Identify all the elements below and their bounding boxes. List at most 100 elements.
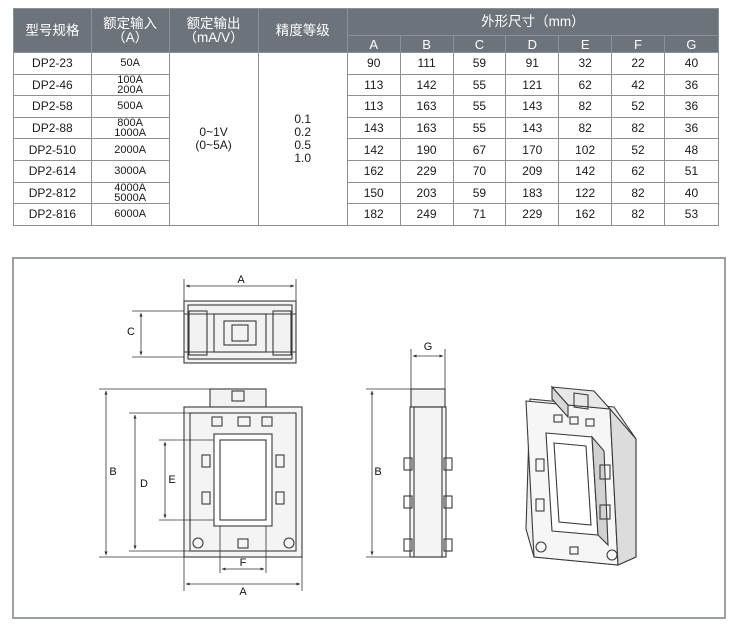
dim-d-cell: 121	[505, 73, 560, 97]
dim-f-cell: 52	[611, 95, 665, 118]
dim-g-cell: 40	[663, 181, 720, 205]
dim-c-cell: 70	[452, 159, 507, 183]
dim-f-cell: 62	[611, 159, 665, 183]
top-width-label: A	[237, 274, 245, 286]
dim-b-cell: 249	[399, 203, 454, 226]
accuracy-value: 0.2	[294, 124, 312, 139]
dim-a-cell: 150	[346, 181, 401, 205]
dim-f-cell: 82	[611, 116, 665, 140]
dim-e-cell: 142	[558, 159, 613, 183]
side-g-label: G	[424, 341, 433, 353]
dim-g-cell: 36	[663, 73, 720, 97]
header-accuracy: 精度等级	[257, 8, 348, 53]
dim-c-cell: 71	[452, 203, 507, 226]
dim-g-cell: 53	[663, 203, 720, 226]
dim-e-cell: 62	[558, 73, 613, 97]
rated-output-value: (0~5A)	[195, 137, 232, 152]
rated-input-value: 500A	[117, 100, 143, 113]
rated-input-value: 1000A	[114, 127, 147, 140]
dim-e-cell: 122	[558, 181, 613, 205]
dim-d-cell: 229	[505, 203, 560, 226]
dimension-drawing: A C	[99, 274, 637, 598]
dim-b-cell: 163	[399, 95, 454, 118]
front-e-dimension	[159, 439, 214, 521]
rated-input-cell: 500A	[90, 95, 170, 118]
dim-a-cell: 113	[346, 95, 401, 118]
dim-c-cell: 55	[452, 95, 507, 118]
dim-a-cell: 142	[346, 138, 401, 161]
rated-input-value: 4000A	[114, 181, 147, 194]
top-view	[183, 300, 297, 364]
dim-d-cell: 170	[505, 138, 560, 161]
dim-d-cell: 143	[505, 95, 560, 118]
dim-b-cell: 111	[399, 52, 454, 75]
rated-input-value: 2000A	[114, 143, 147, 156]
dim-g-cell: 36	[663, 116, 720, 140]
rated-input-value: 100A	[117, 73, 143, 86]
header-dim-b: B	[399, 35, 454, 53]
spec-table: 型号规格 额定输入 （A） 额定输出 （mA/V） 精度等级 外形尺寸（mm） …	[13, 8, 720, 226]
rated-input-value: 800A	[117, 117, 143, 130]
model-cell: DP2-46	[13, 73, 92, 97]
rated-input-cell: 6000A	[90, 203, 170, 226]
dim-a-cell: 162	[346, 159, 401, 183]
accuracy-value: 0.1	[294, 111, 312, 126]
isometric-view	[525, 385, 637, 566]
front-view	[183, 388, 303, 558]
dim-a-cell: 182	[346, 203, 401, 226]
dim-e-cell: 102	[558, 138, 613, 161]
rated-output-cell: 0~1V(0~5A)	[168, 52, 259, 226]
rated-input-cell: 50A	[90, 52, 170, 75]
side-g-dimension	[410, 349, 446, 389]
header-rated-output-line1: 额定输出	[186, 16, 241, 31]
model-cell: DP2-23	[13, 52, 92, 75]
header-dim-f: F	[611, 35, 665, 53]
dim-g-cell: 40	[663, 52, 720, 75]
header-dim-g: G	[663, 35, 720, 53]
dim-c-cell: 59	[452, 52, 507, 75]
front-f-label: F	[240, 557, 247, 569]
dim-f-cell: 82	[611, 181, 665, 205]
header-dim-e: E	[558, 35, 613, 53]
dimension-drawing-panel: A C	[12, 257, 726, 619]
header-model: 型号规格	[13, 8, 92, 53]
dim-a-cell: 113	[346, 73, 401, 97]
model-cell: DP2-614	[13, 159, 92, 183]
rated-input-cell: 3000A	[90, 159, 170, 183]
dim-f-cell: 82	[611, 203, 665, 226]
header-dim-a: A	[346, 35, 401, 53]
dim-e-cell: 162	[558, 203, 613, 226]
dim-g-cell: 36	[663, 95, 720, 118]
model-cell: DP2-510	[13, 138, 92, 161]
side-height-label: B	[374, 466, 381, 478]
dim-b-cell: 163	[399, 116, 454, 140]
dim-f-cell: 52	[611, 138, 665, 161]
rated-output-value: 0~1V	[199, 124, 228, 139]
front-width-dimension	[183, 557, 303, 591]
model-cell: DP2-816	[13, 203, 92, 226]
front-height-label: B	[109, 466, 116, 478]
dim-b-cell: 229	[399, 159, 454, 183]
dim-g-cell: 51	[663, 159, 720, 183]
header-rated-input: 额定输入 （A）	[90, 8, 170, 53]
dim-c-cell: 67	[452, 138, 507, 161]
accuracy-value: 1.0	[294, 150, 312, 165]
dim-d-cell: 209	[505, 159, 560, 183]
front-f-dimension	[219, 526, 267, 573]
front-height-dimension	[99, 388, 210, 558]
model-cell: DP2-58	[13, 95, 92, 118]
front-width-label: A	[239, 586, 247, 598]
header-dim-c: C	[452, 35, 507, 53]
rated-input-cell: 2000A	[90, 138, 170, 161]
